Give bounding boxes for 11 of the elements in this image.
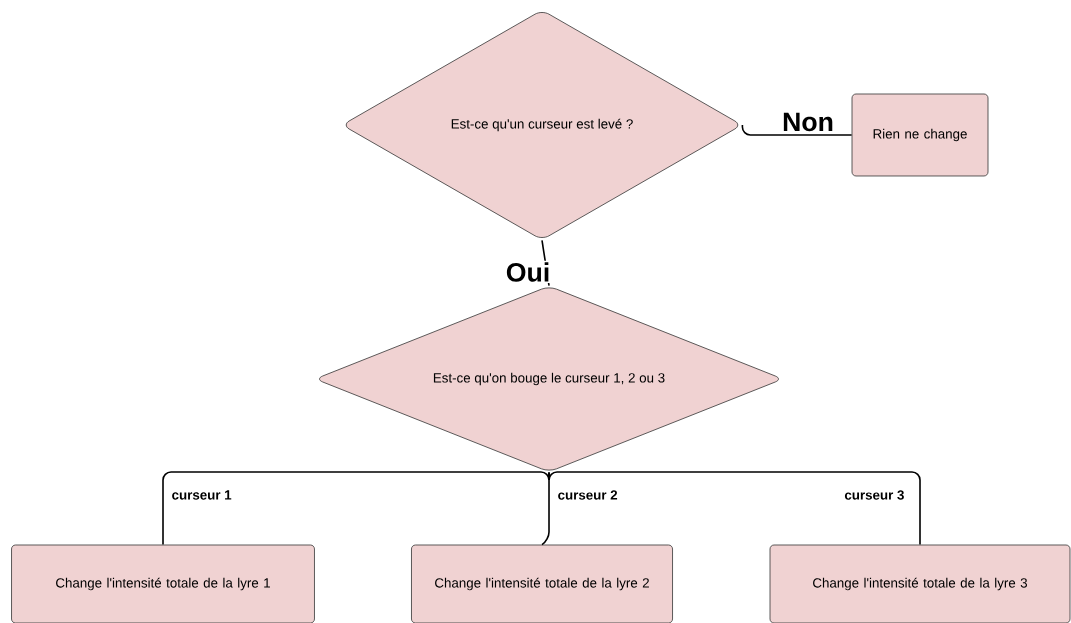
edge-label: Oui (504, 260, 552, 284)
edge-label: Non (780, 111, 836, 133)
process-box: Change l'intensité totale de la lyre 3 (769, 544, 1071, 623)
edge-label: curseur 1 (170, 489, 233, 501)
process-box: Rien ne change (851, 93, 989, 177)
process-box: Change l'intensité totale de la lyre 1 (11, 544, 315, 623)
connector-line (548, 471, 921, 546)
connector-line (162, 471, 550, 546)
edge-label: curseur 3 (843, 488, 906, 502)
process-box: Change l'intensité totale de la lyre 2 (411, 544, 673, 623)
edge-label: curseur 2 (556, 488, 619, 502)
